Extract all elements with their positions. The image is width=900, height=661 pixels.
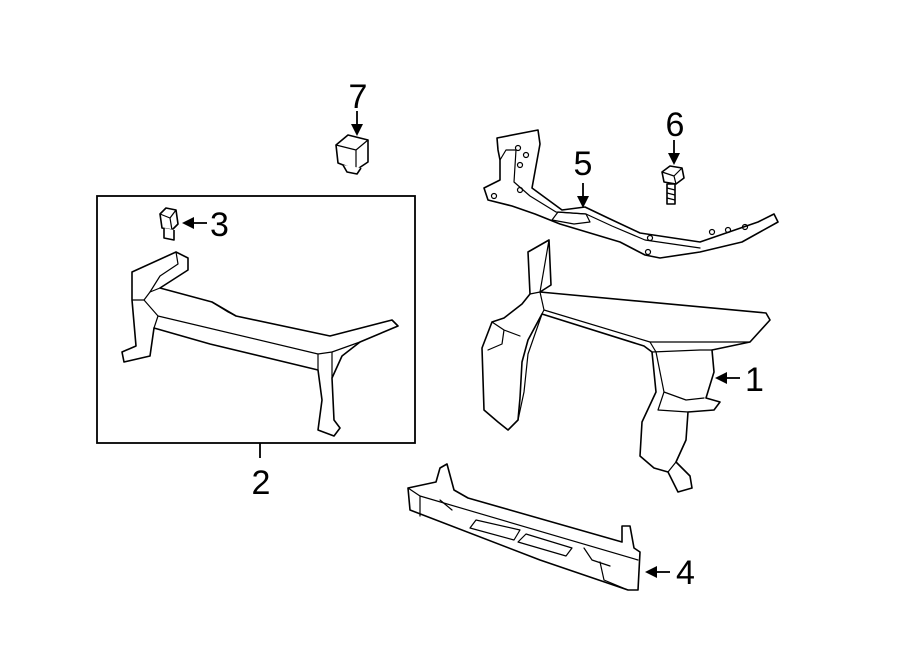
callout-3-label: 3	[210, 206, 229, 244]
callout-3-leader	[182, 217, 207, 229]
callout-4-label: 4	[676, 554, 695, 592]
part-3-plug	[159, 207, 179, 241]
part-1-radiator-support	[481, 239, 771, 493]
callout-1-leader	[715, 372, 740, 384]
part-4-lower-support	[407, 463, 641, 591]
part-2-kit-box	[96, 195, 416, 444]
part-6-bolt	[661, 165, 685, 205]
part-2-lower-tie-bar	[121, 251, 399, 437]
callout-7-leader	[351, 111, 363, 136]
part-5-upper-tie-bar	[483, 129, 779, 259]
part-7-clip	[335, 134, 369, 175]
callout-4-leader	[645, 566, 670, 578]
callout-1-label: 1	[745, 361, 764, 399]
callout-5-leader	[577, 183, 589, 208]
callout-2-label: 2	[252, 464, 271, 502]
callout-6-label: 6	[666, 106, 685, 144]
callout-5-label: 5	[574, 145, 593, 183]
callout-7-label: 7	[349, 78, 368, 116]
callout-6-leader	[668, 140, 680, 165]
